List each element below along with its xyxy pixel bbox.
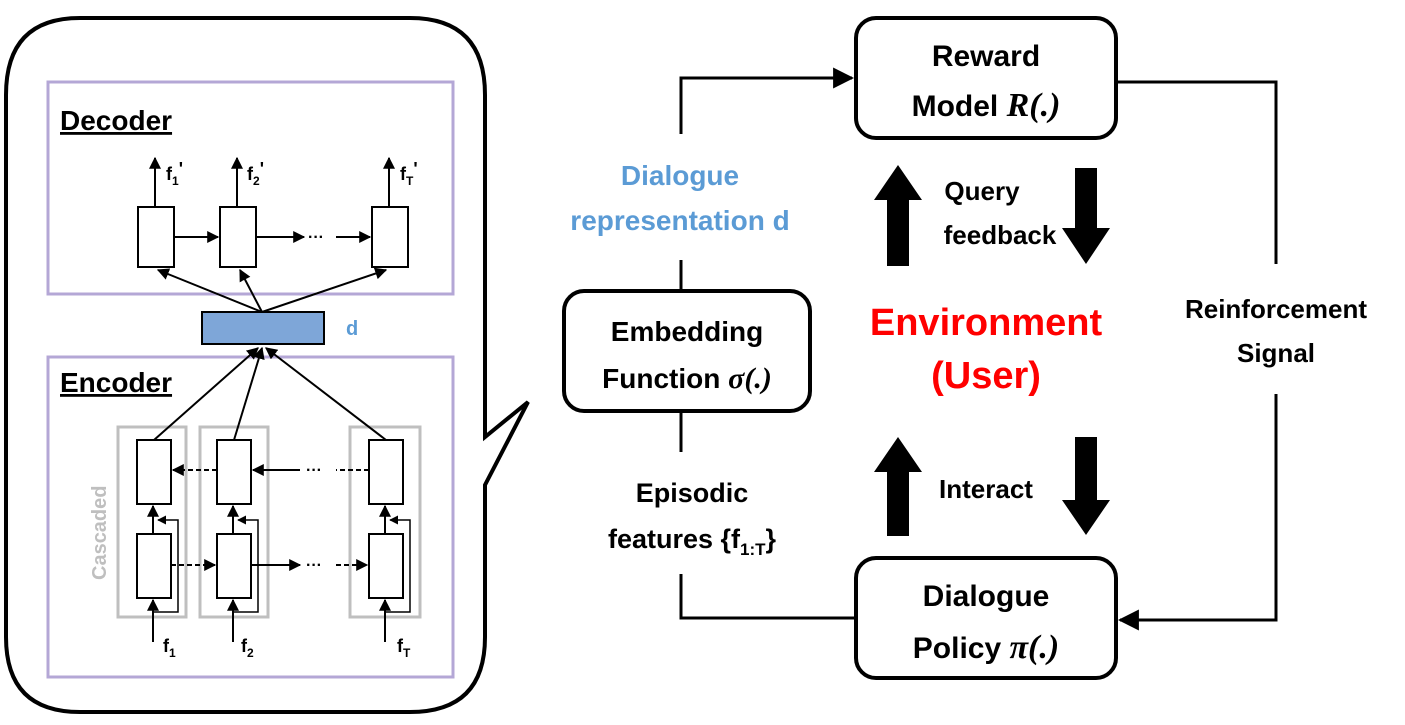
encoder-input-1: f1	[163, 636, 176, 660]
signal-to-policy-arrow	[1117, 394, 1278, 631]
decoder-cell-1	[137, 206, 175, 268]
encoder-top-cell-3	[368, 439, 404, 505]
reinforcement-signal-line2: Signal	[1237, 338, 1315, 368]
query-label: Query	[944, 176, 1020, 206]
dialogue-policy-line2: Policy π(.)	[913, 629, 1059, 666]
reward-to-signal-connector	[1116, 80, 1278, 264]
episodic-features-line2: features {f1:T}	[608, 524, 777, 559]
dialogue-representation-line1: Dialogue	[621, 160, 739, 191]
reinforcement-signal-line1: Reinforcement	[1185, 294, 1367, 324]
decoder-title: Decoder	[60, 105, 172, 136]
interact-label: Interact	[939, 474, 1033, 504]
d-label: d	[346, 318, 358, 340]
environment-user-label: (User)	[931, 355, 1041, 397]
encoder-title: Encoder	[60, 367, 172, 398]
feedback-down-arrow	[1062, 168, 1110, 264]
environment-label: Environment	[870, 302, 1103, 344]
reward-model-line2: Model R(.)	[912, 87, 1061, 124]
embedding-function-line2: Function σ(.)	[602, 362, 772, 395]
encoder-bottom-ellipsis: ···	[306, 557, 322, 574]
encoder-input-t: fT	[397, 636, 411, 660]
decoder-output-2: f2'	[247, 159, 264, 188]
decoder-output-t: fT'	[400, 159, 418, 188]
episodic-features-line1: Episodic	[636, 478, 749, 508]
reward-model-line1: Reward	[932, 40, 1040, 73]
encoder-bottom-cell-1	[136, 533, 172, 599]
encoder-top-cell-1	[136, 439, 172, 505]
dialogue-representation-line2: representation d	[570, 205, 789, 236]
encoder-top-cell-2	[216, 439, 252, 505]
representation-to-reward-arrow	[679, 67, 855, 134]
decoder-cell-2	[219, 206, 257, 268]
decoder-output-1: f1'	[166, 159, 183, 188]
decoder-panel	[46, 80, 455, 296]
encoder-bottom-cell-2	[216, 533, 252, 599]
policy-to-features-connector	[679, 574, 856, 620]
cascaded-label: Cascaded	[89, 486, 111, 581]
interact-down-arrow	[1062, 437, 1110, 535]
dialogue-policy-line1: Dialogue	[923, 580, 1050, 613]
embedding-function-line1: Embedding	[611, 316, 763, 347]
encoder-input-2: f2	[241, 636, 254, 660]
encoder-top-ellipsis: ···	[306, 462, 322, 479]
encoder-bottom-cell-3	[368, 533, 404, 599]
d-vector-box	[201, 311, 325, 345]
decoder-cell-3	[371, 206, 409, 268]
decoder-ellipsis: ···	[308, 229, 324, 246]
reward-model-box	[854, 16, 1118, 140]
embedding-function-box	[562, 289, 812, 413]
feedback-label: feedback	[944, 220, 1057, 250]
interact-up-arrow	[874, 437, 922, 536]
query-up-arrow	[874, 165, 922, 266]
